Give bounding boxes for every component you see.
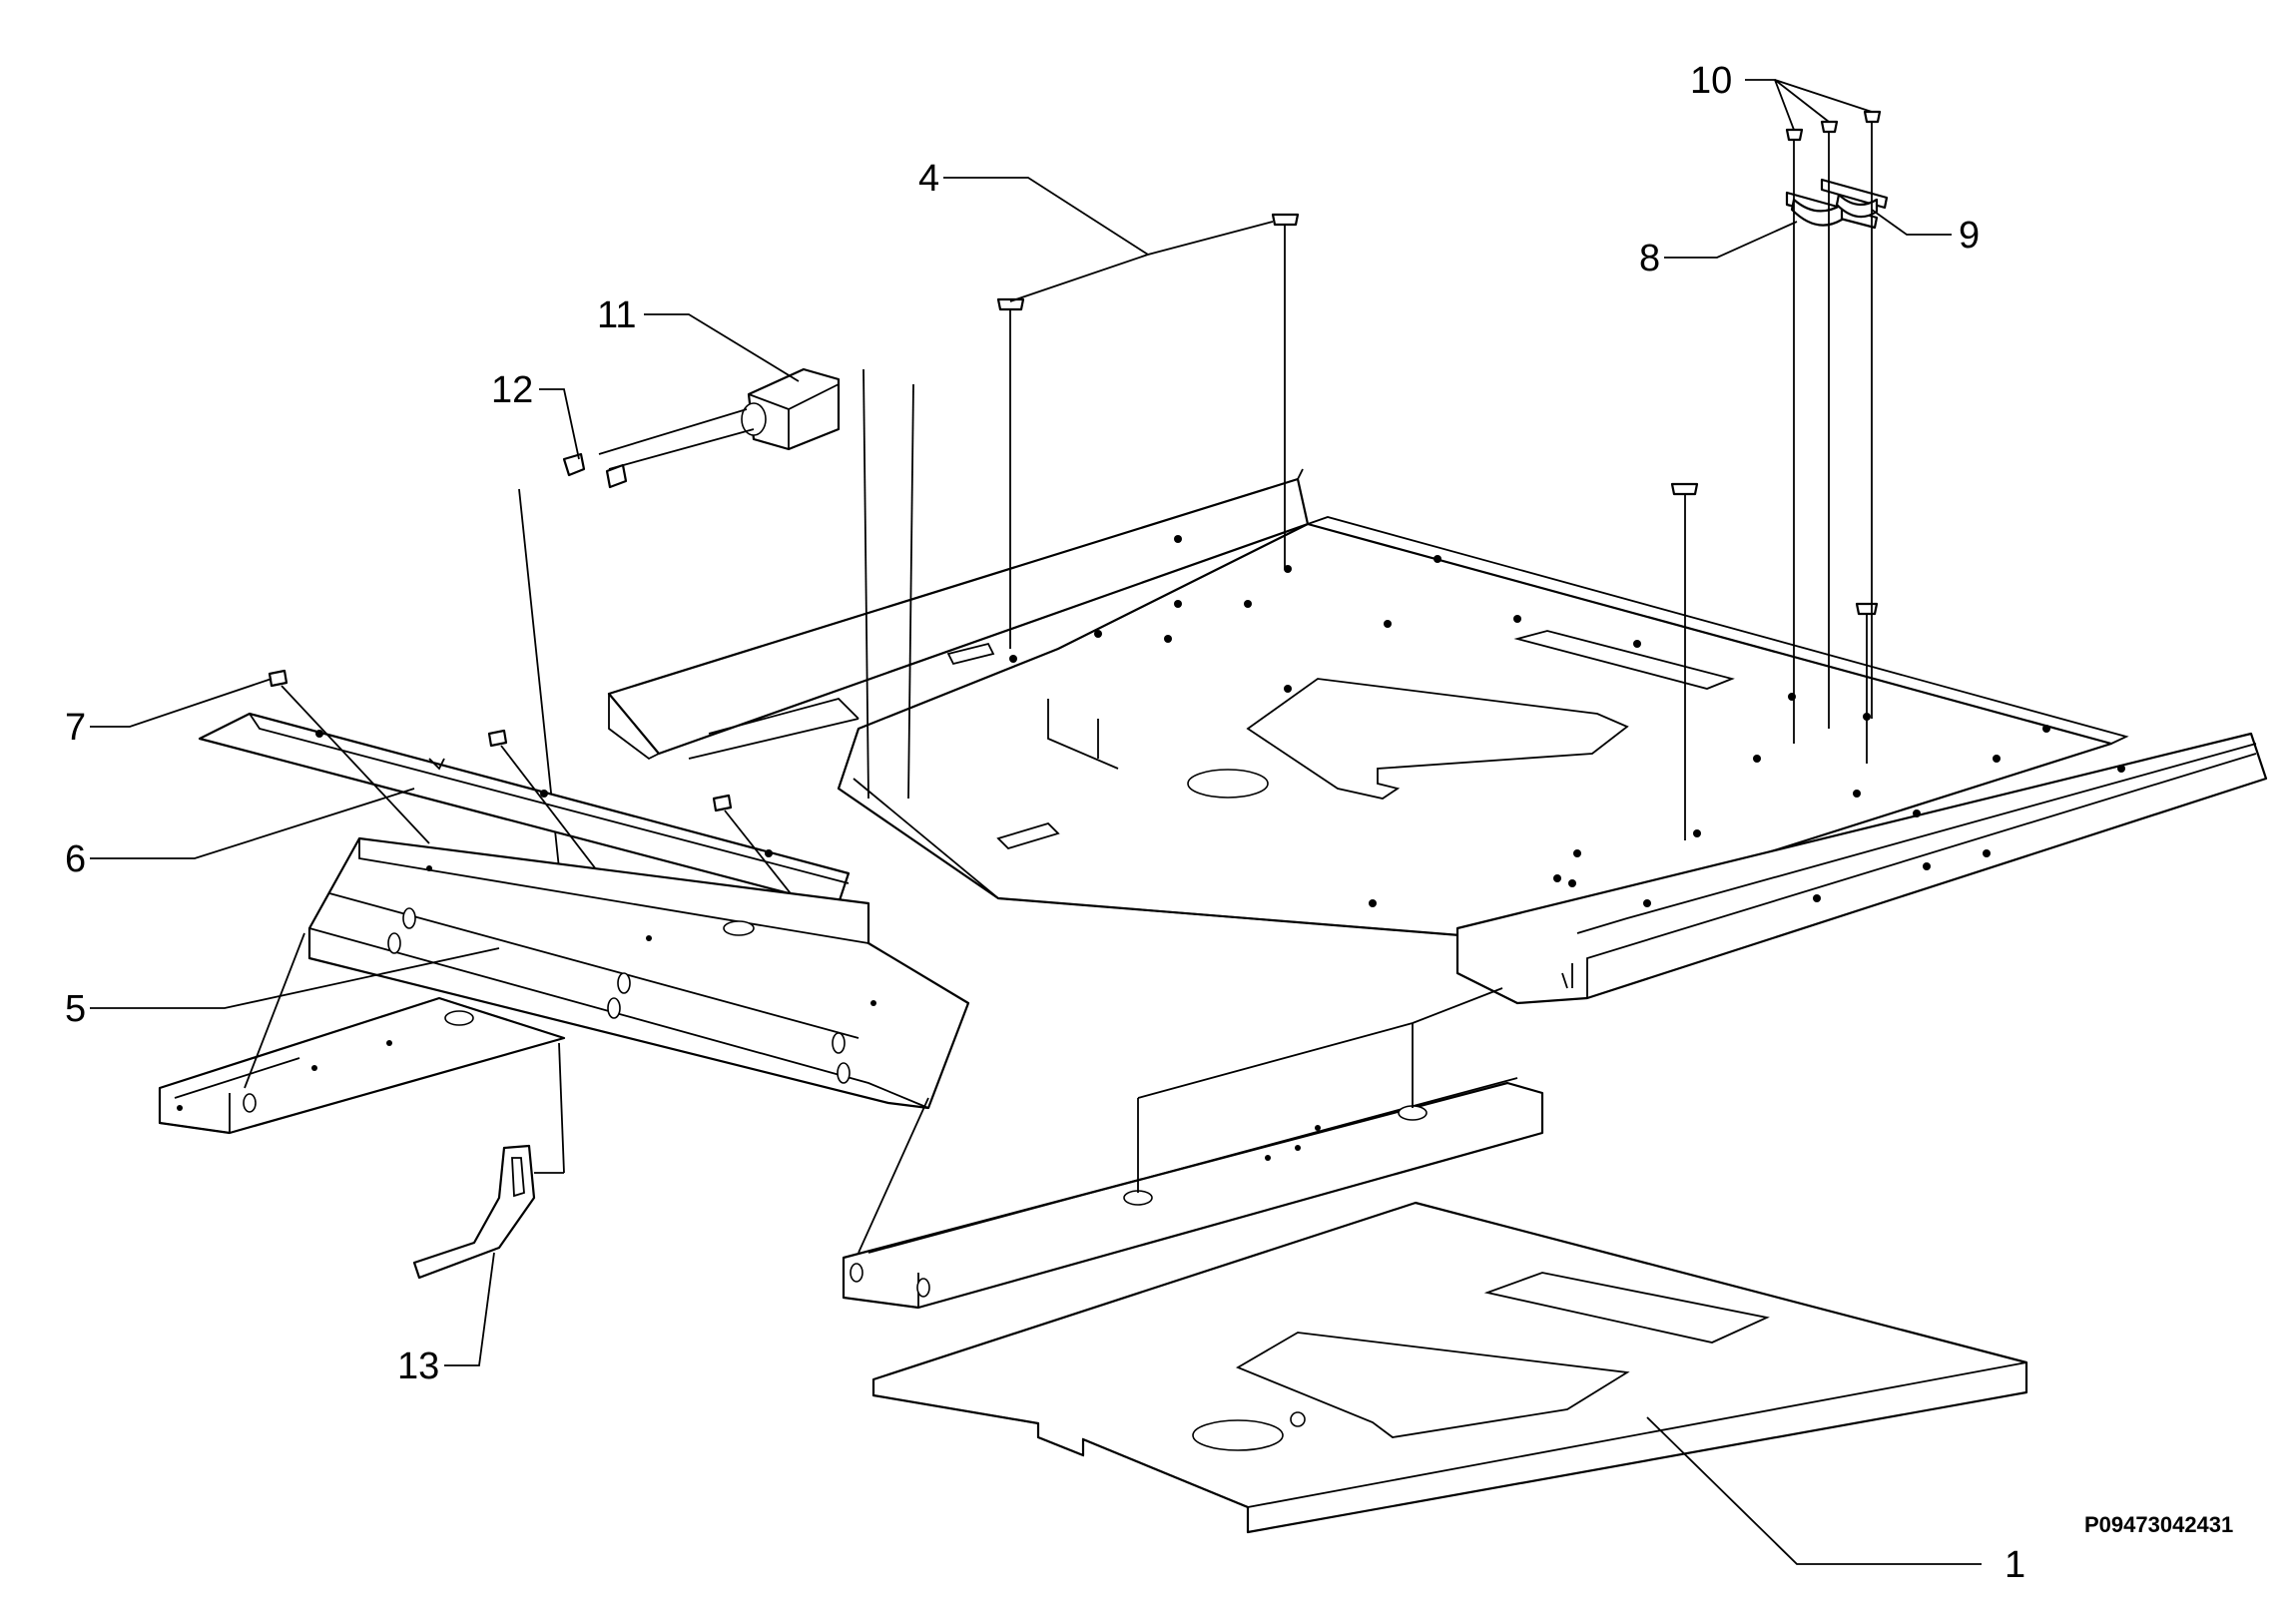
parts-11-12-bracket: [518, 367, 914, 869]
part-1-base-mat: [871, 1201, 2028, 1534]
callout-9: 9: [1959, 215, 1980, 257]
callout-13: 13: [397, 1345, 439, 1387]
front-lower-rail: [842, 987, 1544, 1310]
callout-12: 12: [491, 369, 533, 411]
part-5-channel: [307, 836, 970, 1110]
left-lower-rail: [158, 932, 566, 1174]
part-6-rail: [198, 712, 851, 905]
callout-leaders: [90, 79, 1982, 1565]
callout-5: 5: [65, 988, 86, 1030]
callout-11: 11: [597, 294, 636, 336]
callout-7: 7: [65, 707, 86, 749]
callout-10: 10: [1690, 60, 1732, 102]
callout-8: 8: [1639, 238, 1660, 279]
part-13-bracket: [412, 1144, 564, 1280]
callout-4: 4: [918, 158, 939, 200]
callout-labels: 1 4 5 6 7 8 9 10 11 12 13 P09473042431: [65, 60, 2233, 1586]
document-id: P09473042431: [2084, 1512, 2233, 1537]
callout-6: 6: [65, 838, 86, 880]
base-plate: [607, 468, 2268, 1005]
callout-1: 1: [2005, 1544, 2025, 1586]
parts-8-9-10-clips: [1785, 110, 1889, 744]
